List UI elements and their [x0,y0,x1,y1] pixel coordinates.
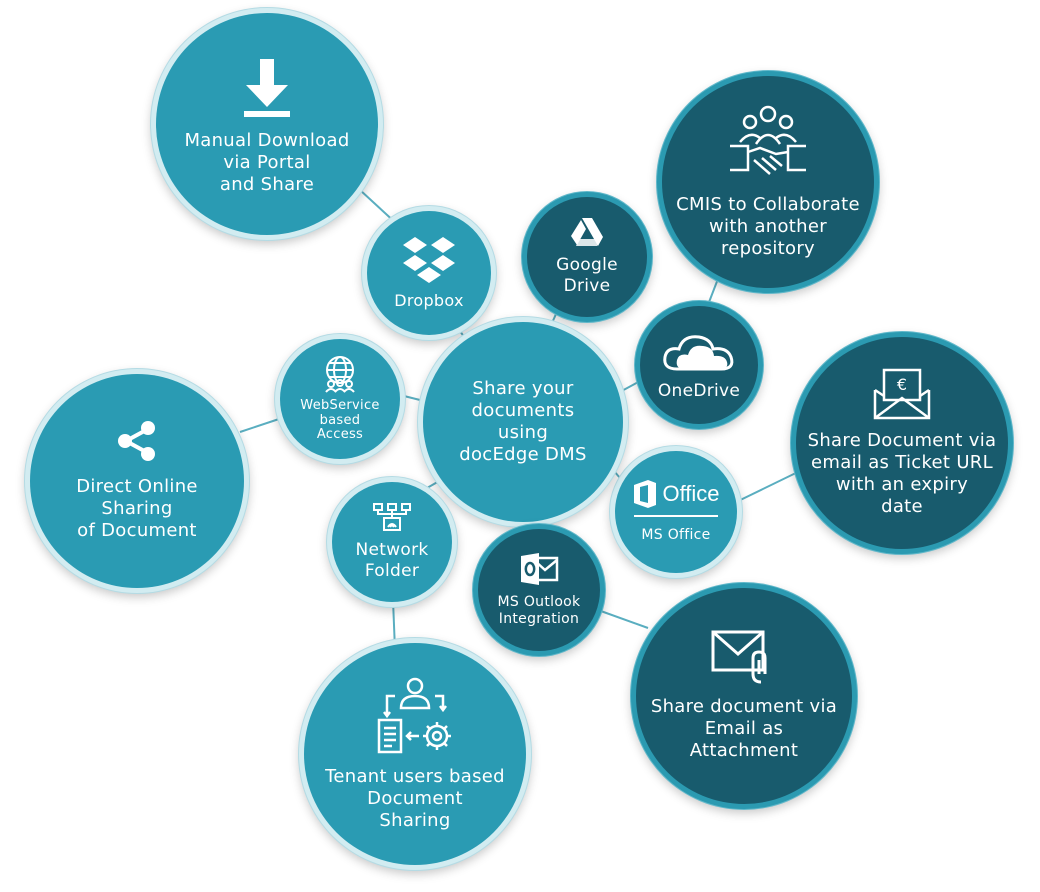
center-label: Share your documents using docEdge DMS [459,378,587,465]
manual-download-node[interactable]: Manual Download via Portal and Share [156,13,378,235]
manual-download-label: Manual Download via Portal and Share [184,130,350,195]
network-folder-node[interactable]: Network Folder [332,482,452,602]
connector-webservice-center [399,394,421,401]
ms-office-label: MS Office [641,527,711,544]
cmis-label: CMIS to Collaborate with another reposit… [676,194,860,259]
ms-office-node[interactable]: Office MS Office [615,451,737,573]
globe-users-icon [325,356,355,393]
attachment-node[interactable]: Share document via Email as Attachment [636,588,852,804]
connector-direct-webservice [239,417,283,433]
webservice-node[interactable]: WebService based Access [280,339,400,459]
connector-manual-dropbox [359,189,399,226]
webservice-label: WebService based Access [300,398,380,443]
connector-network-tenant [392,599,396,651]
outlook-icon [521,552,559,585]
share-icon [118,421,155,462]
google-drive-icon [571,218,603,247]
dropbox-node[interactable]: Dropbox [367,211,491,335]
download-icon [244,59,290,118]
envelope-attachment-icon [711,630,767,684]
direct-online-sharing-node[interactable]: Direct Online Sharing of Document [30,374,244,588]
direct-online-sharing-label: Direct Online Sharing of Document [76,476,198,541]
connector-ticket-office [729,469,803,506]
network-icon [373,503,411,532]
center-node[interactable]: Share your documents using docEdge DMS [423,322,623,522]
office-logo-text: Office [662,481,720,507]
tenant-node[interactable]: Tenant users based Document Sharing [304,643,526,865]
office-underline [634,515,718,518]
onedrive-label: OneDrive [657,380,741,401]
user-workflow-icon [377,677,451,754]
ms-outlook-node[interactable]: MS Outlook Integration [478,529,600,651]
tenant-label: Tenant users based Document Sharing [325,766,505,831]
ticket-url-node[interactable]: € Share Document via email as Ticket URL… [796,337,1008,549]
ms-outlook-label: MS Outlook Integration [497,593,581,627]
ticket-url-label: Share Document via email as Ticket URL w… [807,430,997,517]
attachment-label: Share document via Email as Attachment [650,696,838,761]
cmis-node[interactable]: CMIS to Collaborate with another reposit… [662,76,874,288]
google-drive-label: Google Drive [556,255,618,296]
network-folder-label: Network Folder [355,540,429,581]
cloud-icon [663,334,734,371]
connector-onedrive-center [617,379,643,394]
onedrive-node[interactable]: OneDrive [640,306,758,424]
handshake-team-icon [730,105,806,176]
google-drive-node[interactable]: Google Drive [527,197,647,317]
dropbox-label: Dropbox [394,291,464,311]
svg-text:€: € [897,375,907,394]
euro-envelope-icon: € [873,368,931,420]
connector-outlook-attachment [597,609,649,629]
dropbox-icon [403,237,455,284]
office-logo-icon [634,480,657,509]
